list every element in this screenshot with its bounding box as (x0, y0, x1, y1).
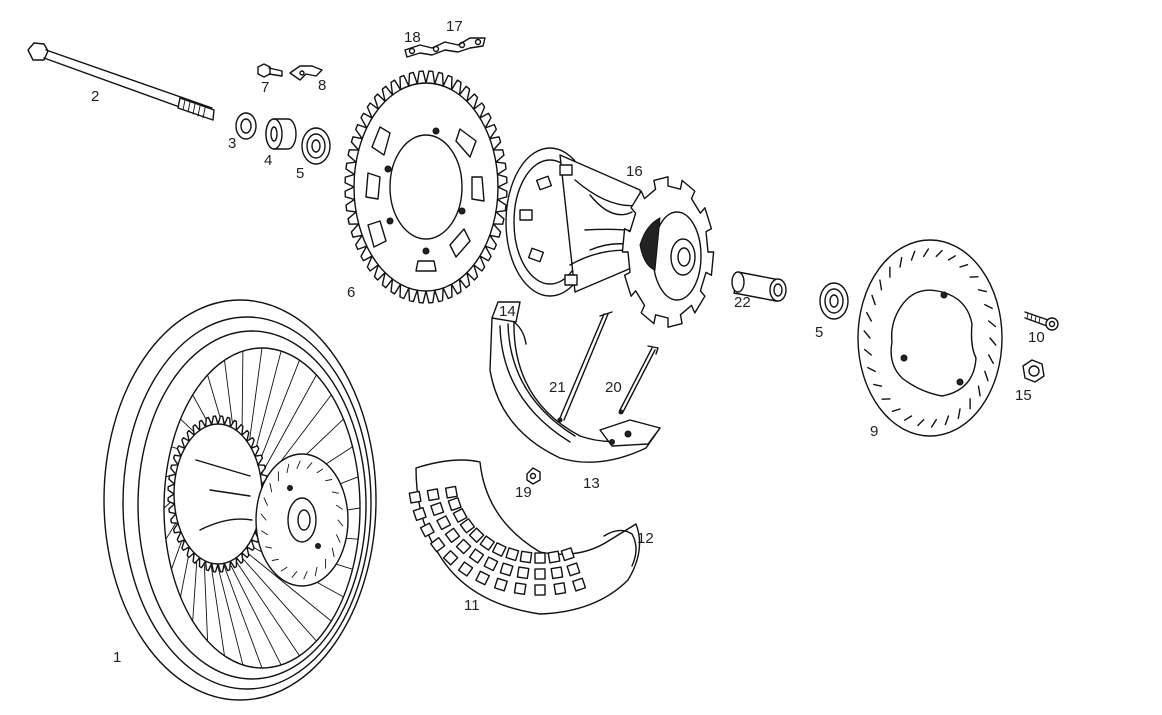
label-sprocket: 6 (347, 284, 355, 301)
label-rim: 13 (583, 475, 600, 492)
label-nipple-a: 17 (446, 18, 463, 35)
label-spoke-a: 20 (605, 379, 622, 396)
label-hub-spacer: 22 (734, 294, 751, 311)
valve-nut-part (526, 467, 541, 485)
brake-disc-part (857, 239, 1003, 437)
label-rim-tape: 14 (499, 303, 516, 320)
label-disc-bolt: 10 (1028, 329, 1045, 346)
hub-part (505, 147, 715, 328)
lock-plate-part (289, 65, 323, 81)
sprocket-part (344, 70, 508, 304)
label-disc-nut: 15 (1015, 387, 1032, 404)
label-bearing-left: 5 (296, 165, 304, 182)
label-seal: 3 (228, 135, 236, 152)
label-lock-plate: 8 (318, 77, 326, 94)
label-tyre: 11 (464, 597, 480, 614)
label-wheel: 1 (113, 649, 121, 666)
nipple-chain-part (404, 37, 486, 58)
label-brake-disc: 9 (870, 423, 878, 440)
label-nipple-b: 18 (404, 29, 421, 46)
label-bearing-right: 5 (815, 324, 823, 341)
label-axle: 2 (91, 88, 99, 105)
spacer-part (265, 118, 297, 150)
hub-spacer-part (731, 271, 787, 302)
rim-part (489, 301, 661, 463)
label-valve-nut: 19 (515, 484, 532, 501)
label-sprocket-bolt: 7 (261, 79, 269, 96)
assembled-wheel-part (103, 299, 377, 701)
seal-part (235, 112, 257, 140)
disc-bolt-part (1024, 311, 1059, 331)
sprocket-bolt-part (257, 63, 283, 78)
label-tube: 12 (637, 530, 654, 547)
disc-nut-part (1022, 359, 1045, 383)
bearing-left-part (301, 127, 331, 165)
bearing-right-part (819, 282, 849, 320)
tyre-part (408, 459, 641, 615)
spoke-short-part (618, 345, 659, 415)
callout-labels: 1 2 3 4 5 5 6 7 8 9 10 11 12 13 14 15 16… (91, 18, 1045, 666)
label-spacer: 4 (264, 152, 272, 169)
axle-part (27, 42, 215, 121)
label-hub: 16 (626, 163, 643, 180)
label-spoke-b: 21 (549, 379, 566, 396)
spoke-long-part (557, 311, 613, 423)
